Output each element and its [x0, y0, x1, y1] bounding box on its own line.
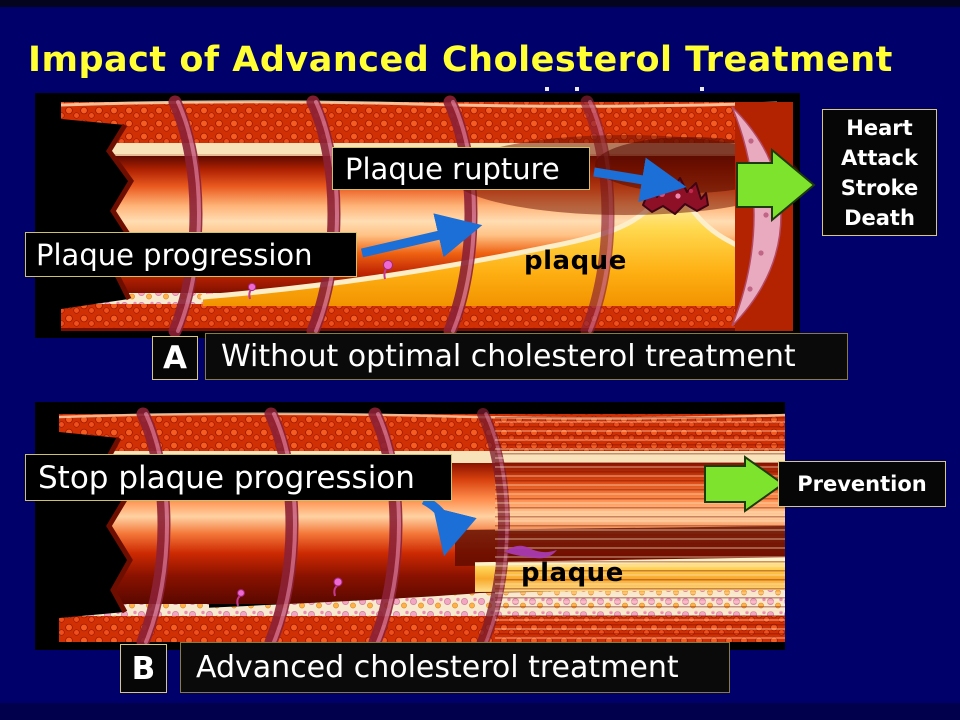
endothelium-markers	[247, 260, 393, 300]
plaque-annotation-a: plaque	[524, 246, 627, 276]
artery-b-illustration	[35, 402, 785, 650]
plaque-rupture-label: Plaque rupture	[332, 147, 590, 190]
outcome-line: Stroke	[840, 175, 919, 200]
outcome-line: Heart	[846, 115, 913, 140]
plaque-annotation-b: plaque	[521, 558, 624, 588]
top-border-strip	[0, 0, 960, 7]
plaque-progression-label: Plaque progression	[25, 232, 357, 277]
outcome-box-prevention: Prevention	[778, 461, 946, 507]
panel-b-artery-image	[35, 402, 785, 650]
stop-plaque-progression-label-text: Stop plaque progression	[38, 459, 415, 496]
outcome-box-heart-attack: Heart Attack Stroke Death	[822, 109, 937, 236]
caption-a: Without optimal cholesterol treatment	[205, 333, 848, 380]
panel-letter-b: B	[120, 644, 167, 693]
caption-b: Advanced cholesterol treatment	[180, 642, 730, 693]
artifact-dot	[545, 87, 549, 91]
outcome-line: Death	[844, 205, 915, 230]
caption-b-text: Advanced cholesterol treatment	[196, 650, 679, 685]
plaque-progression-label-text: Plaque progression	[36, 237, 313, 272]
panel-a-artery-image	[35, 93, 800, 338]
artifact-dot	[575, 87, 579, 91]
caption-a-text: Without optimal cholesterol treatment	[221, 339, 796, 374]
panel-letter-a: A	[152, 336, 198, 380]
slide-title: Impact of Advanced Cholesterol Treatment	[28, 40, 893, 80]
artery-a-illustration	[35, 93, 800, 338]
plaque-rupture-label-text: Plaque rupture	[345, 151, 560, 186]
prevention-text: Prevention	[797, 472, 927, 496]
bottom-border-strip	[0, 703, 960, 720]
outcome-line: Attack	[841, 145, 918, 170]
endothelium-markers	[236, 577, 343, 607]
artifact-dot	[700, 87, 704, 91]
stop-plaque-progression-label: Stop plaque progression	[25, 454, 452, 501]
